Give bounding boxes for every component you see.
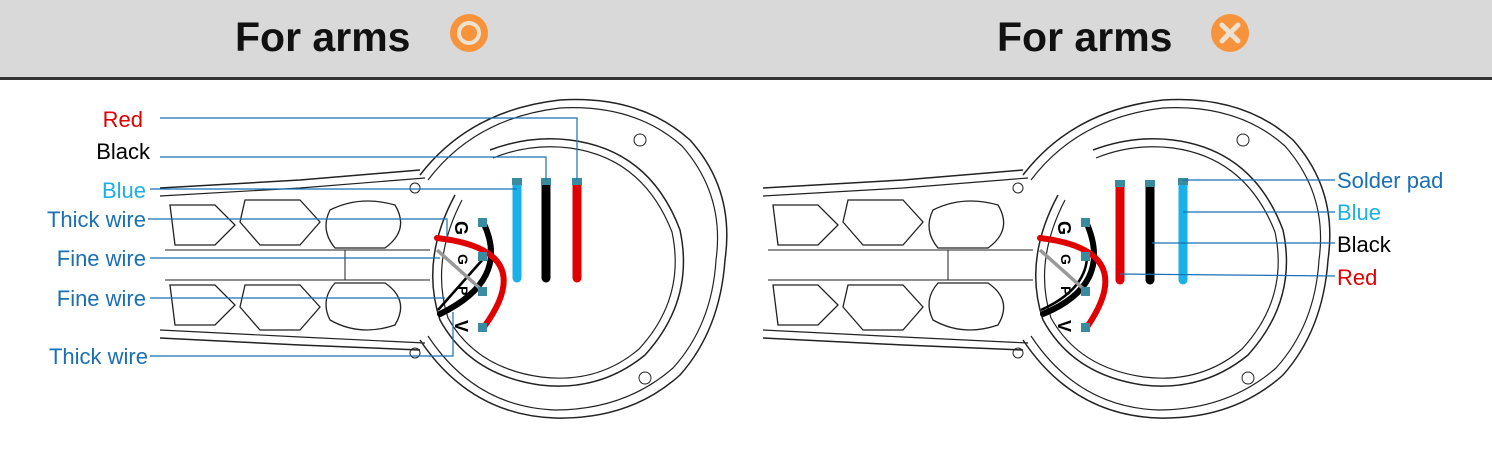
label-red: Red	[103, 107, 143, 132]
right-pad-label-g1: G	[1054, 221, 1074, 235]
right-pad-label-v: V	[1054, 320, 1074, 332]
pad-label-g2: G	[455, 254, 471, 265]
pad-label-g1: G	[451, 221, 471, 235]
right-leaders	[1119, 179, 1336, 277]
right-arm-outline	[762, 98, 1331, 419]
label-blue: Blue	[102, 178, 146, 203]
left-leaders	[148, 117, 578, 357]
right-title: For arms	[997, 14, 1173, 60]
right-label-blue: Blue	[1337, 200, 1381, 225]
left-arm-outline	[159, 98, 728, 419]
label-black: Black	[96, 139, 151, 164]
label-thick-wire-1: Thick wire	[47, 207, 146, 232]
x-circle-icon	[1211, 14, 1249, 52]
right-pad-label-g2: G	[1058, 254, 1074, 265]
label-solder-pad: Solder pad	[1337, 168, 1443, 193]
label-fine-wire-2: Fine wire	[57, 286, 146, 311]
label-fine-wire-1: Fine wire	[57, 246, 146, 271]
right-label-red: Red	[1337, 265, 1377, 290]
left-title: For arms	[235, 14, 411, 60]
label-thick-wire-2: Thick wire	[49, 344, 148, 369]
left-wires: G G P V	[434, 178, 582, 332]
pad-label-v: V	[451, 320, 471, 332]
pad-label-p: P	[455, 286, 471, 295]
target-circle-icon	[450, 14, 488, 52]
right-label-black: Black	[1337, 232, 1392, 257]
right-wires: G G P V	[1037, 178, 1188, 332]
right-pad-label-p: P	[1058, 286, 1074, 295]
